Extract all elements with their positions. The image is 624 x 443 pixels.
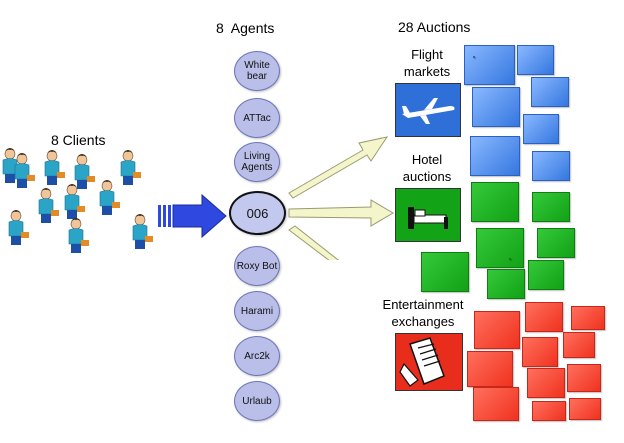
flight-auction [464, 45, 515, 85]
arrow-to-entertainment [288, 225, 339, 260]
label-entertainment-exchanges: Entertainment exchanges [382, 297, 464, 329]
agent-urlaub: Urlaub [234, 381, 280, 421]
hotel-auction [476, 228, 524, 268]
agent-006: 006 [229, 191, 286, 235]
agent-roxy-bot: Roxy Bot [234, 246, 280, 286]
entertainment-auction [527, 368, 565, 398]
auctions-title: 28 Auctions [398, 19, 471, 35]
hotel-auction [471, 182, 519, 222]
arrow-to-flights [288, 136, 389, 199]
flight-auction [517, 45, 554, 75]
entertainment-auction [563, 332, 595, 358]
client-figures [8, 149, 154, 254]
agent-harami: Harami [234, 291, 280, 331]
flight-auction [523, 114, 559, 144]
flight-auction [470, 136, 520, 176]
clients-title: 8 Clients [51, 132, 106, 148]
hotel-auction [537, 228, 575, 258]
arrow-to-hotels [288, 199, 394, 227]
agent-white-bear: White bear [234, 51, 280, 91]
label-flight-markets: Flight markets [403, 47, 451, 79]
hotel-auction [528, 260, 564, 290]
entertainment-auction [525, 302, 563, 332]
label-hotel-auctions: Hotel auctions [402, 152, 452, 184]
main-arrow [158, 193, 227, 239]
hotel-auction [509, 258, 511, 260]
agent-attac: ATTac [234, 98, 280, 138]
flight-auction [472, 87, 520, 127]
tickets-icon [395, 333, 463, 391]
bed-icon [395, 188, 461, 242]
entertainment-auction [569, 398, 601, 420]
arrows-to-auctions [288, 136, 394, 260]
entertainment-auction [532, 401, 566, 421]
agent-living-agents: Living Agents [234, 142, 280, 182]
entertainment-auction [567, 364, 601, 392]
hotel-auction [532, 192, 570, 222]
flight-auction [531, 77, 569, 107]
hotel-auction [421, 252, 469, 292]
agents-title: 8 Agents [216, 20, 275, 36]
entertainment-auction [467, 351, 513, 387]
agent-arc2k: Arc2k [234, 336, 280, 376]
flight-auction [532, 151, 570, 181]
entertainment-auction [474, 311, 520, 349]
hotel-auction [487, 269, 525, 299]
entertainment-auction [571, 306, 605, 330]
entertainment-auction [473, 387, 519, 421]
flight-auction [473, 56, 475, 58]
entertainment-auction [522, 337, 558, 367]
airplane-icon [395, 83, 461, 137]
